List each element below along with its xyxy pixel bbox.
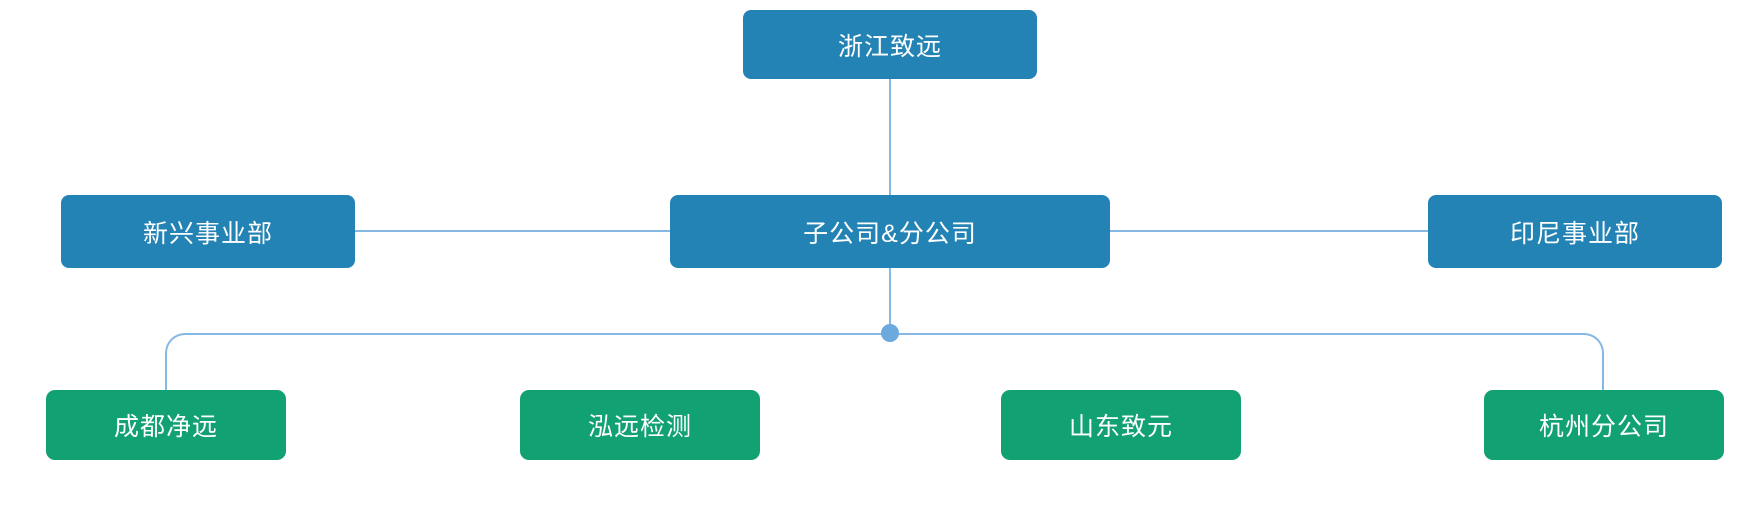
connector-bottom-rail (165, 333, 1604, 390)
node-shandong-zhiyuan[interactable]: 山东致元 (1001, 390, 1241, 460)
node-hangzhou-branch[interactable]: 杭州分公司 (1484, 390, 1724, 460)
connector-center-to-left-node (355, 230, 670, 232)
node-label: 泓远检测 (587, 413, 692, 441)
junction-dot (881, 324, 899, 342)
node-yinni-division[interactable]: 印尼事业部 (1428, 195, 1722, 268)
node-zhejiang-zhiyuan[interactable]: 浙江致远 (743, 10, 1037, 79)
node-label: 子公司&分公司 (803, 219, 977, 248)
connector-root-to-center (889, 79, 891, 195)
node-subsidiaries-branches[interactable]: 子公司&分公司 (670, 195, 1110, 268)
node-label: 杭州分公司 (1538, 413, 1669, 441)
node-label: 印尼事业部 (1509, 219, 1640, 248)
node-chengdu-jingyuan[interactable]: 成都净远 (46, 390, 286, 460)
connector-center-to-right-node (1110, 230, 1428, 232)
node-label: 成都净远 (113, 413, 218, 441)
node-label: 新兴事业部 (142, 219, 273, 248)
node-label: 山东致元 (1068, 413, 1173, 441)
node-label: 浙江致远 (837, 32, 942, 61)
node-xinxing-division[interactable]: 新兴事业部 (61, 195, 355, 268)
connector-center-to-rail (889, 268, 891, 333)
node-hongyuan-jiance[interactable]: 泓远检测 (520, 390, 760, 460)
